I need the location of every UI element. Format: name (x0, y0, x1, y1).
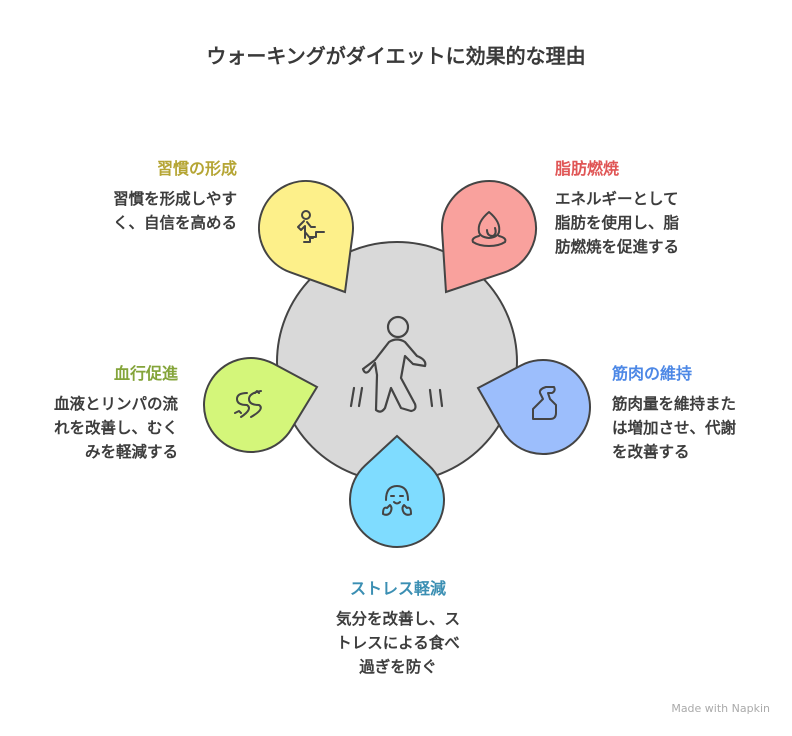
item-text: は増加させ、代謝 (612, 419, 737, 437)
item-text: エネルギーとして (555, 190, 679, 208)
item-text: 脂肪を使用し、脂 (555, 214, 680, 232)
item-text: 筋肉量を維持また (612, 395, 737, 413)
item-heading: 筋肉の維持 (612, 364, 693, 383)
item-circulation: 血行促進 血液とリンパの流れを改善し、むくみを軽減する (54, 360, 178, 464)
item-text: れを改善し、むく (53, 419, 178, 437)
happy-face-icon (382, 485, 412, 516)
item-text: みを軽減する (84, 443, 178, 461)
item-heading: ストレス軽減 (349, 579, 446, 598)
item-text: 血液とリンパの流 (53, 395, 178, 413)
diagram-title: ウォーキングがダイエットに効果的な理由 (206, 44, 586, 68)
flexed-arm-icon (532, 386, 557, 420)
item-text: 気分を改善し、ス (335, 610, 460, 628)
river-flow-icon (234, 390, 262, 418)
item-muscle: 筋肉の維持 筋肉量を維持または増加させ、代謝を改善する (612, 360, 736, 464)
item-text: トレスによる食べ (336, 634, 460, 652)
item-text: く、自信を高める (112, 214, 237, 232)
item-habit: 習慣の形成 習慣を形成しやすく、自信を高める (113, 155, 237, 235)
item-text: 過ぎを防ぐ (359, 658, 437, 676)
napkin-credit[interactable]: Made with Napkin (671, 702, 770, 715)
item-text: を改善する (612, 443, 690, 461)
item-text: 習慣を形成しやす (113, 190, 237, 208)
drop-shape (441, 180, 537, 294)
flame-icon (471, 211, 507, 247)
drop-shape (258, 180, 354, 294)
item-stress: ストレス軽減 気分を改善し、ストレスによる食べ過ぎを防ぐ (298, 575, 498, 679)
item-heading: 血行促進 (113, 364, 178, 383)
stairs-person-icon (297, 210, 325, 243)
item-text: 肪燃焼を促進する (555, 238, 680, 256)
walking-person-icon (349, 315, 444, 413)
item-heading: 習慣の形成 (156, 159, 237, 178)
item-heading: 脂肪燃焼 (555, 159, 620, 178)
drop-shape (349, 434, 445, 548)
item-fat-burn: 脂肪燃焼 エネルギーとして脂肪を使用し、脂肪燃焼を促進する (555, 155, 679, 259)
